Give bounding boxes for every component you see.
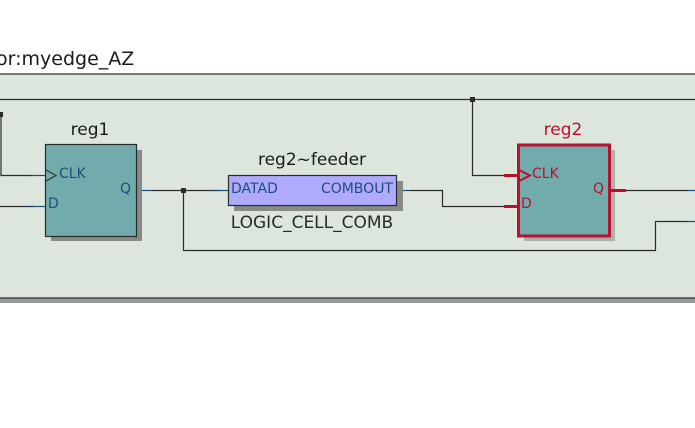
junction-dot xyxy=(470,97,475,102)
reg1-port-d[interactable]: D xyxy=(48,196,59,212)
junction-dot xyxy=(0,112,3,117)
reg1-port-clk[interactable]: CLK xyxy=(59,166,87,182)
wires xyxy=(0,98,695,252)
hierarchy-shadow xyxy=(0,298,695,303)
clock-triangle-icon xyxy=(45,169,58,182)
feeder-label: reg2~feeder xyxy=(258,150,366,170)
reg2-node[interactable]: reg2 CLK D Q xyxy=(504,120,626,241)
hierarchy-title: or:myedge_AZ xyxy=(0,48,134,70)
reg2-port-clk[interactable]: CLK xyxy=(532,166,560,182)
reg2-label: reg2 xyxy=(544,120,583,140)
junction-dot xyxy=(181,188,186,193)
wire-feeder-out[interactable] xyxy=(410,189,504,208)
feeder-port-combout[interactable]: COMBOUT xyxy=(321,181,393,197)
reg1-port-q[interactable]: Q xyxy=(120,181,131,197)
reg2-port-d[interactable]: D xyxy=(521,196,532,212)
wire-clock-reg2[interactable] xyxy=(471,99,505,177)
reg2-pin-stubs xyxy=(504,174,626,208)
reg2-body xyxy=(517,143,611,238)
feeder-type-label: LOGIC_CELL_COMB xyxy=(231,213,393,233)
wire-clock-reg1[interactable] xyxy=(0,113,34,177)
reg1-node[interactable]: reg1 CLK D Q xyxy=(44,120,143,241)
clock-triangle-icon xyxy=(518,169,533,182)
wire-reg1-q-branch[interactable] xyxy=(182,190,688,252)
reg1-body xyxy=(44,143,138,238)
reg2-port-q[interactable]: Q xyxy=(593,181,604,197)
reg1-label: reg1 xyxy=(71,120,110,140)
feeder-body xyxy=(227,174,398,207)
feeder-port-datad[interactable]: DATAD xyxy=(231,181,278,197)
feeder-node[interactable]: reg2~feeder DATAD COMBOUT LOGIC_CELL_COM… xyxy=(227,150,404,233)
